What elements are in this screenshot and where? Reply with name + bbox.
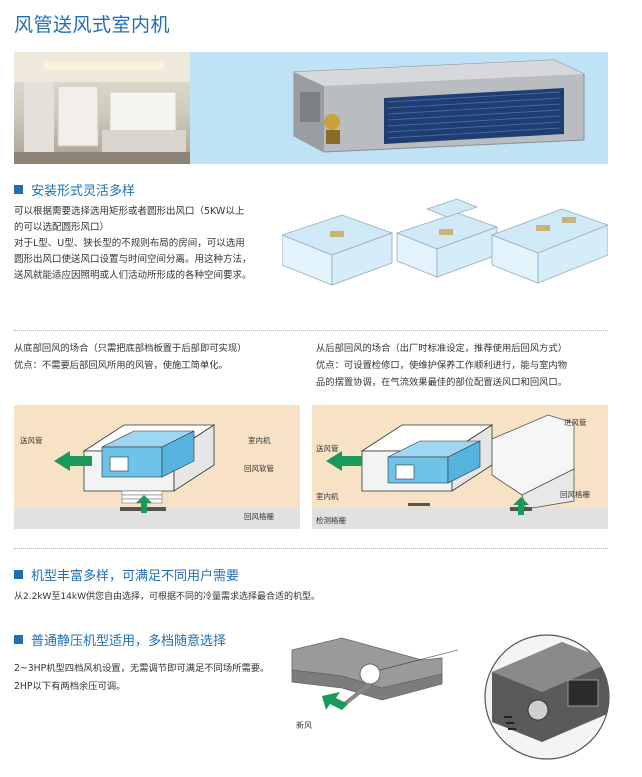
label-indoor-unit: 室内机 [248,436,271,445]
section-divider [14,330,608,331]
bottom-return-description: 从底部回风的场合（只需把底部档板置于后部即可实现） 优点：不需要后部回风所用的风… [14,343,247,371]
rear-return-description: 从后部回风的场合（出厂时标准设定，推荐使用后回风方式） 优点：可设置检修口，使维… [316,343,568,388]
room-photo [14,52,190,164]
label-access-grille: 检测格栅 [316,516,346,525]
section-models-heading: 机型丰富多样，可满足不同用户需要 [14,565,239,584]
duct-unit-photo [264,52,608,164]
square-bullet-icon [14,570,23,579]
hero-banner [14,52,608,164]
return-air-arrow [513,497,529,515]
label-indoor-unit: 室内机 [316,492,339,501]
section-static-pressure-heading: 普通静压机型适用，多档随意选择 [14,630,226,649]
section-divider [14,548,608,549]
bottom-return-diagram: 送风管 室内机 回风软管 回风格栅 [14,405,300,529]
fresh-air-arrow [322,692,348,710]
label-fresh-air: 新风 [296,721,312,730]
floor-band [14,507,300,529]
label-supply-duct: 送风管 [316,444,339,453]
section-install-heading: 安装形式灵活多样 [14,180,135,199]
label-inlet-duct: 进风管 [564,418,587,427]
models-description: 从2.2kW至14kW供您自由选择，可根据不同的冷量需求选择最合适的机型。 [14,592,320,602]
static-pressure-description: 2~3HP机型四档风机设置，无需调节即可满足不同场所需要。 2HP以下有两档余压… [14,663,270,692]
room-layouts-illustration [282,198,608,286]
return-air-arrow [136,495,152,513]
floor-band [312,507,608,529]
fresh-air-duct-illustration [291,637,459,710]
label-return-grille: 回风格栅 [244,512,274,521]
label-return-hose: 回风软管 [244,464,274,473]
supply-air-arrow [54,451,92,471]
rear-return-diagram: 进风管 送风管 室内机 回风格栅 检测格栅 [312,405,608,529]
square-bullet-icon [14,185,23,194]
label-return-grille: 回风格栅 [560,490,590,499]
duct-connector-zoom [484,634,610,760]
page-title: 风管送风式室内机 [14,14,171,36]
supply-air-arrow [326,451,362,471]
install-description: 可以根据需要选择选用矩形或者圆形出风口（5KW以上 的可以选配圆形风口） 对于L… [14,206,252,281]
label-supply-duct: 送风管 [20,436,43,445]
square-bullet-icon [14,635,23,644]
